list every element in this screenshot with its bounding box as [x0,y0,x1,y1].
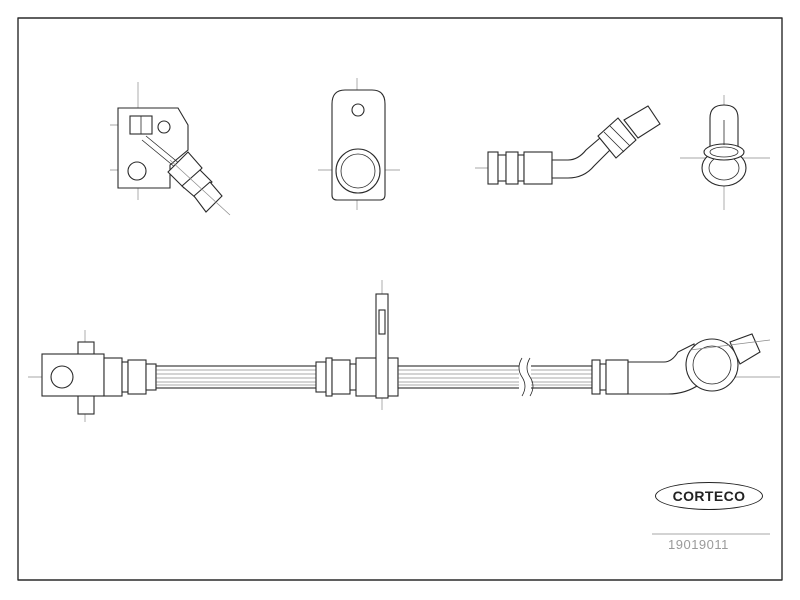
detail-bent-end-fitting [475,105,661,185]
brand-logo: CORTECO [655,482,763,510]
main-hose-assembly [28,280,780,422]
hose-segment-right [397,357,593,397]
detail-banjo-tab-front [318,78,400,210]
part-number: 19019011 [668,537,729,552]
brand-logo-text: CORTECO [672,488,746,504]
drawing-frame [17,17,783,581]
detail-bracket-angled-fitting [110,82,231,216]
detail-banjo-end-view [680,95,770,210]
hose-segment-left [155,365,321,389]
